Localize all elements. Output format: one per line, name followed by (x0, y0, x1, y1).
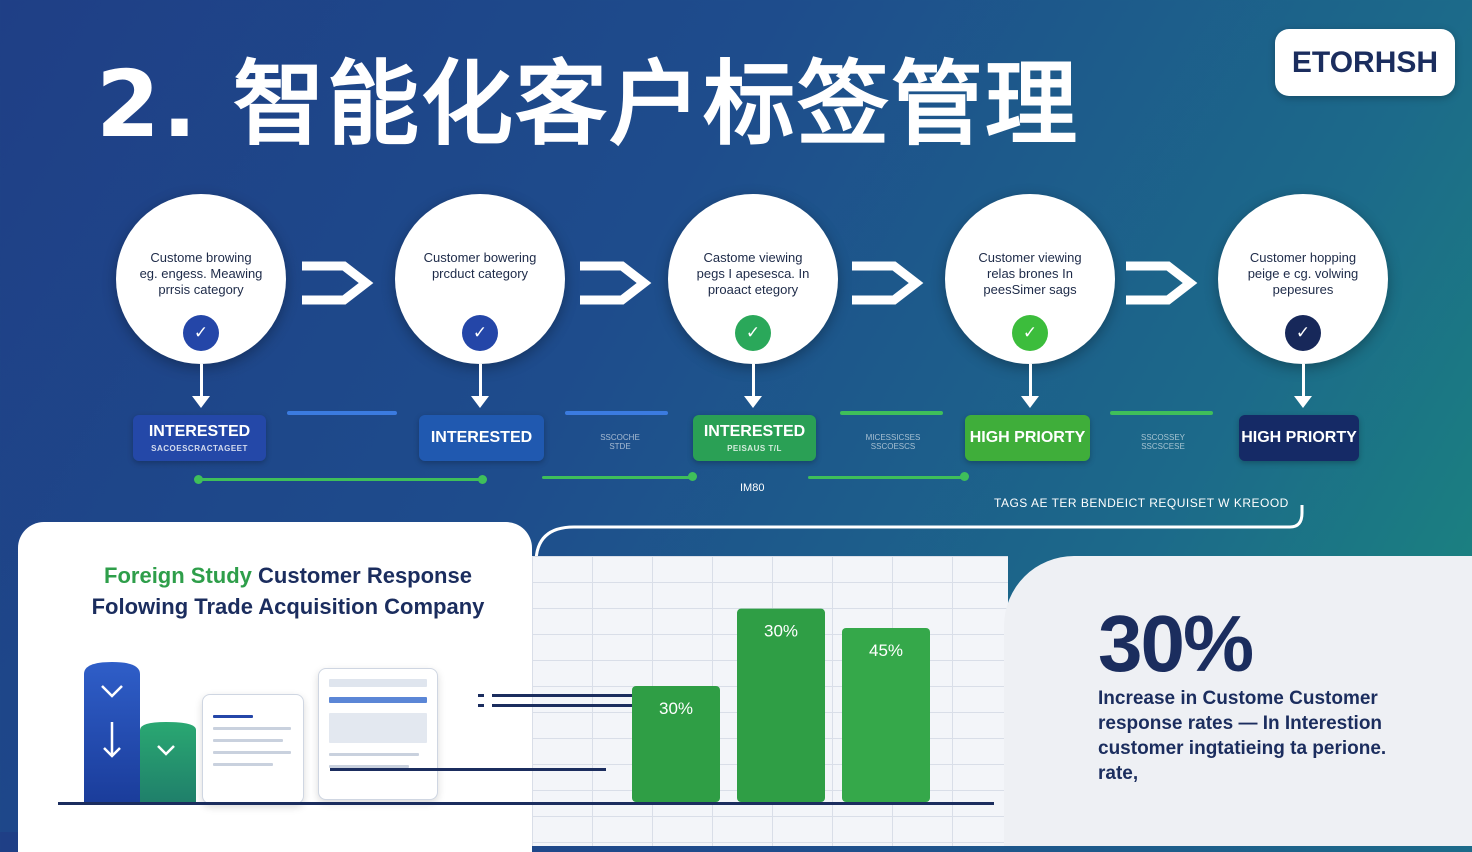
stat-value: 30% (1098, 599, 1254, 688)
step-text-3: Castome viewing pegs I apesesca. In proa… (696, 250, 810, 297)
connector-arc (534, 505, 1304, 564)
tag-label: INTERESTED (148, 423, 251, 440)
case-title-highlight: Foreign Study (104, 563, 252, 588)
check-icon: ✓ (1012, 315, 1048, 351)
chevron-right-icon (852, 261, 924, 305)
check-icon: ✓ (183, 315, 219, 351)
connector-line (840, 411, 943, 415)
connector-line (287, 411, 397, 415)
step-text-5: Customer hopping peige e cg. volwing pep… (1247, 250, 1359, 297)
arrow-down-icon (471, 364, 489, 408)
tags-footnote: TAGS AE TER BENDEICT REQUISET W KREOOD (994, 496, 1289, 510)
tag-label: HIGH PRIORTY (1241, 429, 1357, 446)
timeline-line (198, 478, 483, 481)
check-icon: ✓ (462, 315, 498, 351)
tag-sublabel: SACOESCRACTAGEET (151, 444, 248, 453)
step-circle-2: Customer bowering prcduct category ✓ (395, 194, 565, 364)
case-study-title: Foreign Study Customer Response Folowing… (78, 560, 498, 622)
chevron-right-icon (302, 261, 374, 305)
chevron-right-icon (580, 261, 652, 305)
arrow-down-icon (192, 364, 210, 408)
tag-label: HIGH PRIORTY (969, 429, 1086, 446)
growth-illustration (84, 662, 196, 805)
micro-label: SSCOSSEY SSCSCESE (1140, 433, 1185, 451)
timeline-dot (960, 472, 969, 481)
brand-logo: ETORHSH (1275, 29, 1455, 96)
tag-badge-4: HIGH PRIORTY (965, 415, 1090, 461)
timeline-dot (194, 475, 203, 484)
bar-label-1: 30% (659, 699, 693, 718)
step-text-2: Customer bowering prcduct category (423, 250, 537, 281)
arrow-down-icon (744, 364, 762, 408)
check-icon: ✓ (735, 315, 771, 351)
check-icon: ✓ (1285, 315, 1321, 351)
timeline-line (808, 476, 963, 479)
step-text-4: Customer viewing relas brones In peesSim… (978, 250, 1082, 297)
stat-description: Increase in Custome Customer response ra… (1098, 688, 1387, 784)
step-circle-4: Customer viewing relas brones In peesSim… (945, 194, 1115, 364)
timeline-midlabel: IM80 (740, 482, 765, 494)
stats-panel (1004, 556, 1472, 846)
bar-label-2: 30% (764, 622, 798, 641)
tag-sublabel: PEISAUS T/L (727, 444, 782, 453)
page-title: 2. 智能化客户标签管理 (96, 51, 1079, 158)
connector-line (1110, 411, 1213, 415)
case-title-rest: Customer Response Folowing Trade Acquisi… (91, 563, 485, 619)
arrow-down-icon (1021, 364, 1039, 408)
tag-badge-1: INTERESTED SACOESCRACTAGEET (133, 415, 266, 461)
step-text-1: Custome browing eg. engess. Meawing prrs… (139, 250, 263, 297)
bar-3 (842, 628, 930, 802)
micro-label: MICESSICSES SSCOESCS (865, 433, 921, 451)
speed-line (478, 694, 484, 697)
step-circle-5: Customer hopping peige e cg. volwing pep… (1218, 194, 1388, 364)
bar-1 (632, 686, 720, 802)
speed-line (492, 694, 632, 697)
speed-line (478, 704, 484, 707)
tag-badge-2: INTERESTED (419, 415, 544, 461)
chevron-right-icon (1126, 261, 1198, 305)
step-circle-1: Custome browing eg. engess. Meawing prrs… (116, 194, 286, 364)
speed-line (492, 704, 632, 707)
connector-line (565, 411, 668, 415)
document-card (202, 694, 304, 804)
arrow-down-icon (1294, 364, 1312, 408)
timeline-line (542, 476, 692, 479)
step-circle-3: Castome viewing pegs I apesesca. In proa… (668, 194, 838, 364)
micro-label: SSCOCHE STDE (600, 433, 640, 451)
tag-label: INTERESTED (703, 423, 806, 440)
timeline-dot (478, 475, 487, 484)
chart-baseline (58, 802, 994, 805)
timeline-dot (688, 472, 697, 481)
speed-line (330, 768, 606, 771)
tag-badge-5: HIGH PRIORTY (1239, 415, 1359, 461)
document-card (318, 668, 438, 800)
bar-chart: 30% 30% 45% (632, 608, 930, 802)
bar-label-3: 45% (869, 641, 903, 660)
tag-badge-3: INTERESTED PEISAUS T/L (693, 415, 816, 461)
bar-2 (737, 608, 825, 802)
tag-label: INTERESTED (430, 429, 533, 446)
